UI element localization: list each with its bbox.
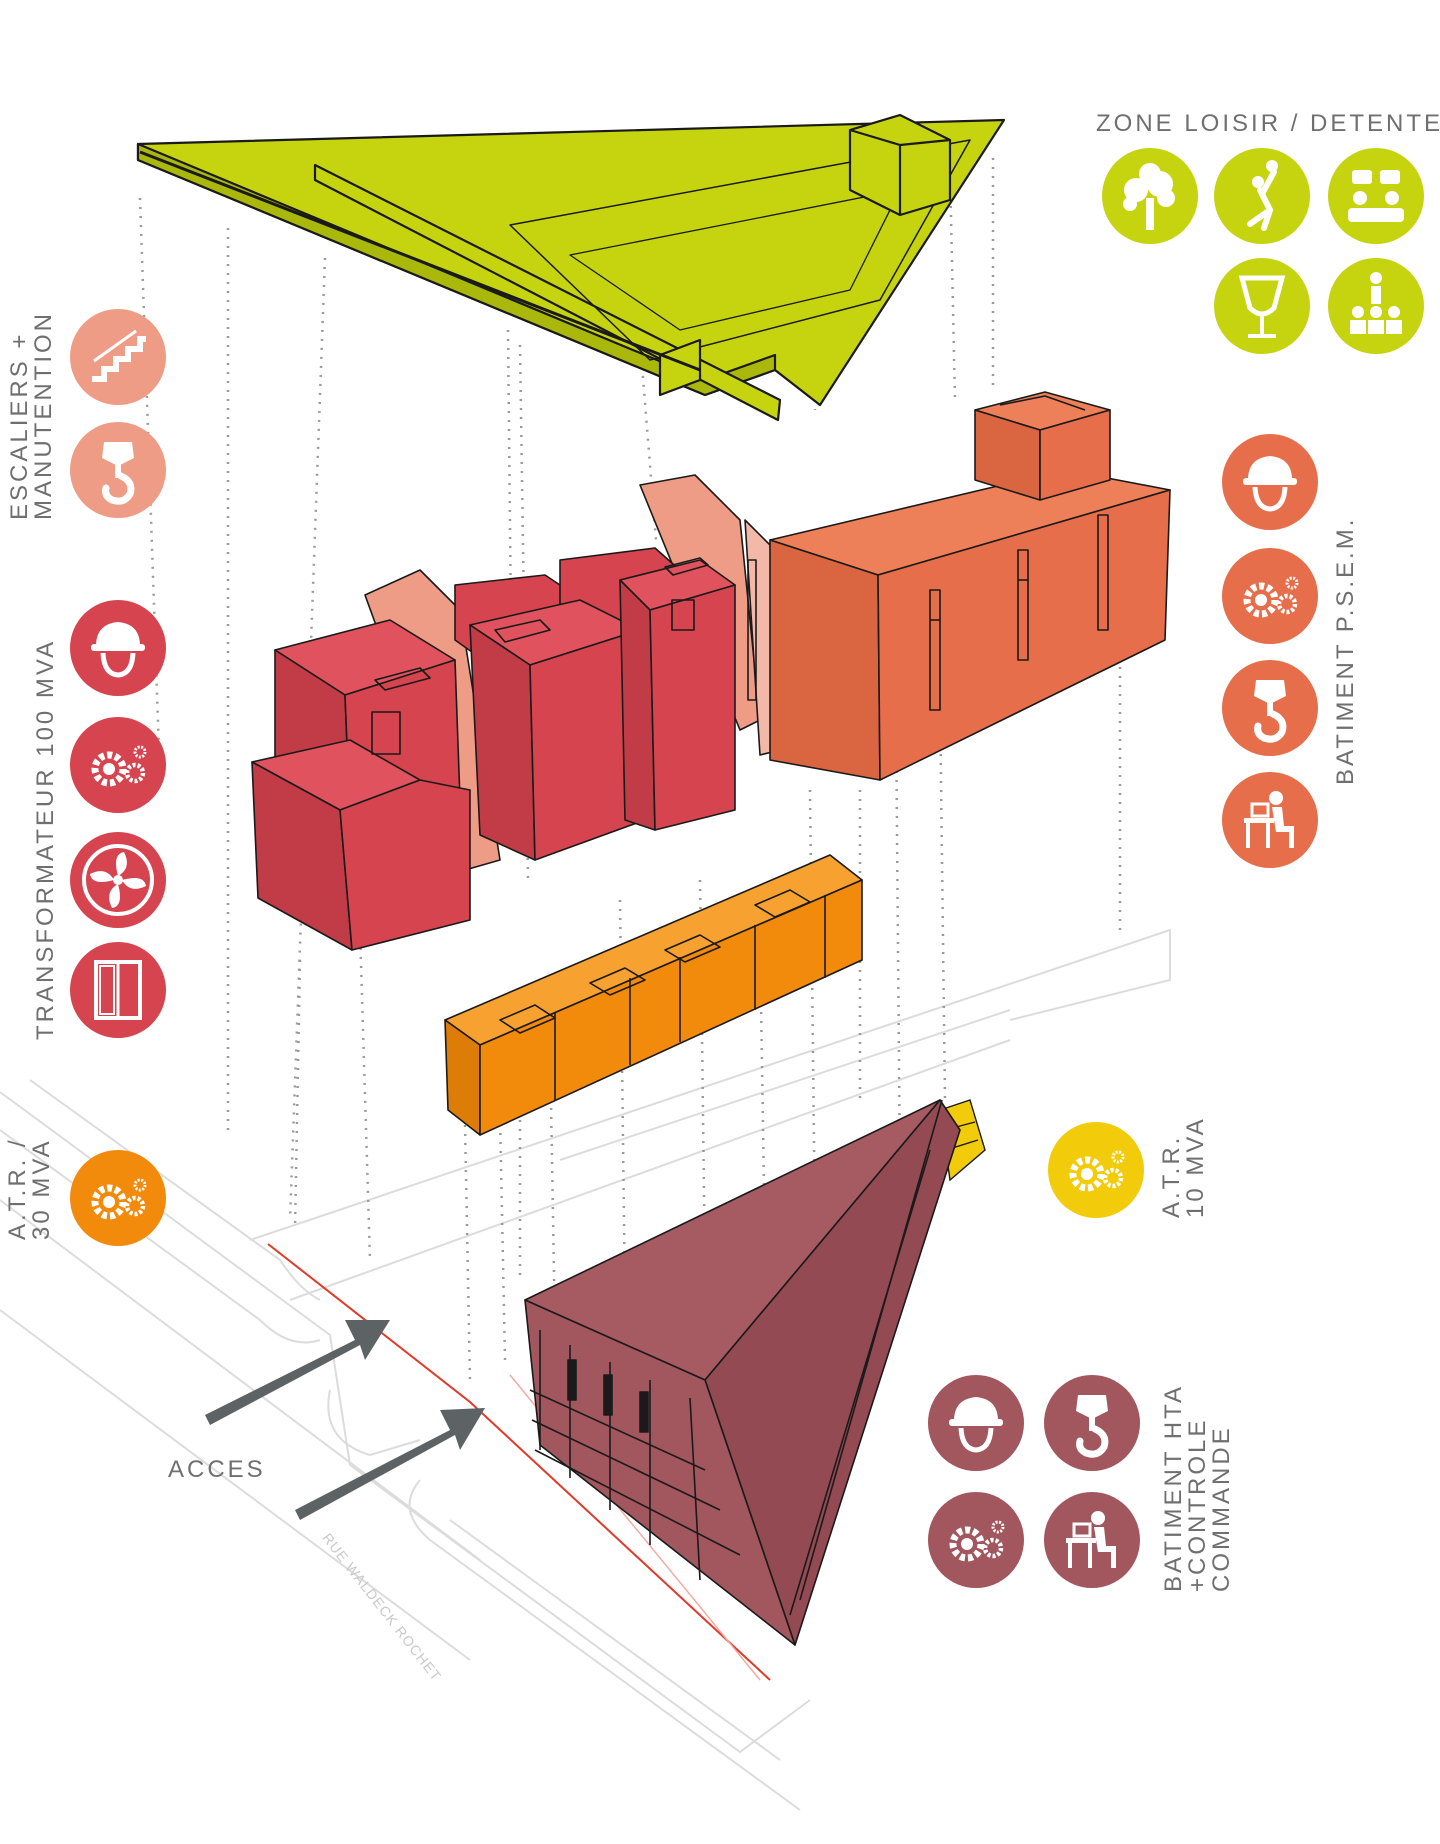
transformer-layer — [251, 547, 736, 951]
cabinet-icon — [70, 942, 166, 1038]
atr30-label: A.T.R. / 30 MVA — [4, 1137, 55, 1240]
crane-hook-icon — [70, 422, 166, 518]
escaliers-icons — [70, 309, 166, 518]
batiment-psem-label: BATIMENT P.S.E.M. — [1332, 516, 1359, 785]
zone-loisir-label: ZONE LOISIR / DETENTE — [1096, 110, 1440, 137]
tree-icon — [1102, 148, 1198, 244]
hard-hat-worker-icon — [928, 1375, 1024, 1471]
hta-label-line3: COMMANDE — [1208, 1425, 1235, 1592]
batiment-psem-icons — [1222, 434, 1318, 868]
gears-icon — [70, 717, 166, 813]
escaliers-label-line1: ESCALIERS + — [6, 331, 33, 520]
escaliers-label-line2: MANUTENTION — [30, 311, 57, 520]
desk-worker-icon — [1222, 772, 1318, 868]
transformateur-label: TRANSFORMATEUR 100 MVA — [32, 638, 59, 1040]
transformateur-icons — [70, 600, 166, 1038]
batiment-hta-icons — [928, 1375, 1140, 1588]
desk-worker-icon — [1044, 1492, 1140, 1588]
presentation-icon — [1328, 258, 1424, 354]
escaliers-label: ESCALIERS + MANUTENTION — [6, 311, 57, 520]
hard-hat-worker-icon — [1222, 434, 1318, 530]
gears-icon — [1048, 1122, 1144, 1218]
access-arrows — [205, 1320, 485, 1520]
hta-label-line2: +CONTROLE — [1184, 1417, 1211, 1592]
fan-icon — [70, 832, 166, 928]
atr30-label-line1: A.T.R. / — [4, 1137, 31, 1240]
atr10-label-line1: A.T.R. — [1158, 1134, 1185, 1218]
hta-building-layer — [524, 1099, 961, 1646]
zone-loisir-icons — [1102, 148, 1424, 354]
module-block-layer — [444, 854, 863, 1136]
crane-hook-icon — [1222, 660, 1318, 756]
gears-icon — [1222, 548, 1318, 644]
gears-icon — [928, 1492, 1024, 1588]
atr10-label-line2: 10 MVA — [1182, 1116, 1209, 1218]
basketball-player-icon — [1214, 148, 1310, 244]
meeting-icon — [1328, 148, 1424, 244]
ground-plan — [0, 928, 1171, 1811]
acces-label: ACCES — [168, 1456, 266, 1483]
hta-label-line1: BATIMENT HTA — [1160, 1383, 1187, 1592]
stairs-icon — [70, 309, 166, 405]
crane-hook-icon — [1044, 1375, 1140, 1471]
psem-building-layer — [769, 391, 1171, 781]
cocktail-glass-icon — [1214, 258, 1310, 354]
atr10-label: A.T.R. 10 MVA — [1158, 1116, 1209, 1218]
property-line — [267, 1243, 771, 1681]
atr30-label-line2: 30 MVA — [28, 1138, 55, 1240]
batiment-hta-label: BATIMENT HTA +CONTROLE COMMANDE — [1160, 1383, 1235, 1592]
gears-icon — [70, 1150, 166, 1246]
hard-hat-worker-icon — [70, 600, 166, 696]
roof-terrace-layer — [136, 113, 1006, 422]
